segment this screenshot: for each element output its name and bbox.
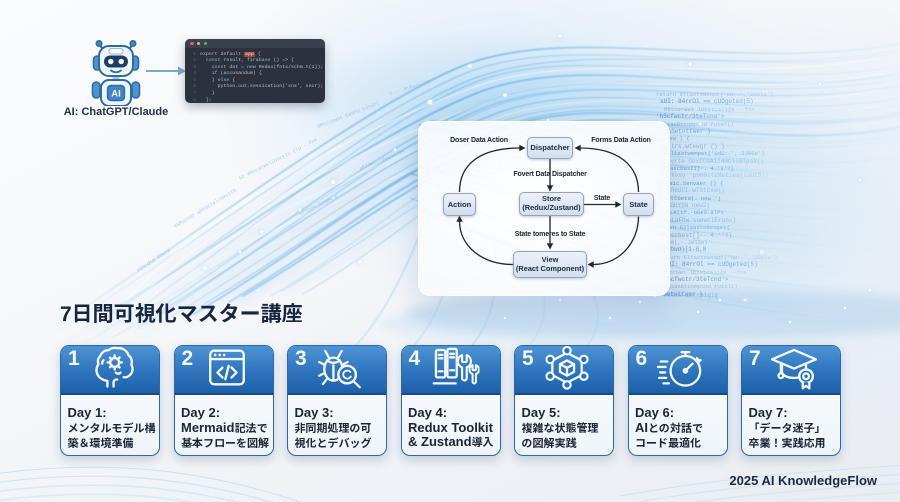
svg-text:ht RedCL-wTStCew{): ht RedCL-wTStCew{) — [660, 187, 725, 194]
svg-text:sUI: 84rrOl == cUDgeted(5): sUI: 84rrOl == cUDgeted(5) — [660, 98, 754, 105]
svg-text:3SsaeBtcomptnd Putsl(): 3SsaeBtcomptnd Putsl() — [664, 283, 738, 290]
svg-text:return 6ltasteWeapt{'GU:-','20: return 6ltasteWeapt{'GU:-','202lu'} — [656, 91, 774, 98]
svg-text:insLK(tf.-oGe0.alP1: insLK(tf.-oGe0.alP1 — [660, 209, 724, 216]
svg-text:3SsaeBtcomptnd Putsl(): 3SsaeBtcomptnd Putsl() — [660, 121, 734, 128]
svg-text:seoovrte OexCCGAII40Cll8TpsX(): seoovrte OexCCGAII40Cll8TpsX() — [656, 158, 764, 165]
svg-text:AI: AI — [111, 89, 121, 100]
svg-text:fASetnttwer }: fASetnttwer } — [664, 128, 711, 135]
svg-text:MbtcorWet lDtvtca)){e --fnx: MbtcorWet lDtvtca)){e --fnx — [656, 269, 747, 276]
svg-text:wwLaFGw.suewclEruns): wwLaFGw.suewclEruns) — [664, 217, 736, 224]
svg-text:Meews intchigig: Meews intchigig — [664, 292, 718, 299]
svg-text:'hScfwctr/3teTcnd'>: 'hScfwctr/3teTcnd'> — [656, 113, 725, 120]
svg-text:'G0(,-.J0lSe)': 'G0(,-.J0lSe)' — [664, 239, 711, 246]
svg-text:Meuscbest[]-- 4.''?}: Meuscbest[]-- 4.''?} — [660, 232, 732, 239]
svg-text:P9t bwd)[1-6,8: P9t bwd)[1-6,8 — [656, 246, 707, 253]
svg-text:3 keGHYSN new2): 3 keGHYSN new2) — [656, 202, 710, 209]
svg-text:butCGetd(. new 'j: butCGetd(. new 'j — [664, 195, 721, 202]
svg-text:nttcew ) {: nttcew ) { — [656, 135, 690, 142]
svg-text:nekvsy 'p009sttMeties(ssUlS)): nekvsy 'p009sttMeties(ssUlS)) — [664, 172, 768, 179]
svg-text:tGlkastwempet['GdS:-',.2J05e'}: tGlkastwempet['GdS:-',.2J05e'} — [664, 150, 765, 157]
svg-text:return 6ltasteWeapt{'GU:-','20: return 6ltasteWeapt{'GU:-','202lu'} — [660, 254, 778, 261]
svg-text:MbtcorWet lDtvtca)){e --fnx: MbtcorWet lDtvtca)){e --fnx — [664, 106, 755, 113]
svg-text:fy Peic.Senvaer () {: fy Peic.Senvaer () { — [656, 180, 723, 187]
svg-text:ReuascbesII]-. 4.'I'?}: ReuascbesII]-. 4.'I'?} — [660, 165, 734, 172]
svg-text:'hScfwctr/3teTcnd'>: 'hScfwctr/3teTcnd'> — [660, 276, 729, 283]
svg-text:retBvn 63lsasteNexpet{: retBvn 63lsasteNexpet{ — [656, 224, 730, 231]
svg-text:sUI: 84rrOl == cUDgeted(5): sUI: 84rrOl == cUDgeted(5) — [664, 261, 758, 268]
svg-text:octlrs.wtewgr () }: octlrs.wtewgr () } — [660, 143, 725, 150]
svg-text:fASetnttwer }: fASetnttwer } — [656, 291, 703, 298]
